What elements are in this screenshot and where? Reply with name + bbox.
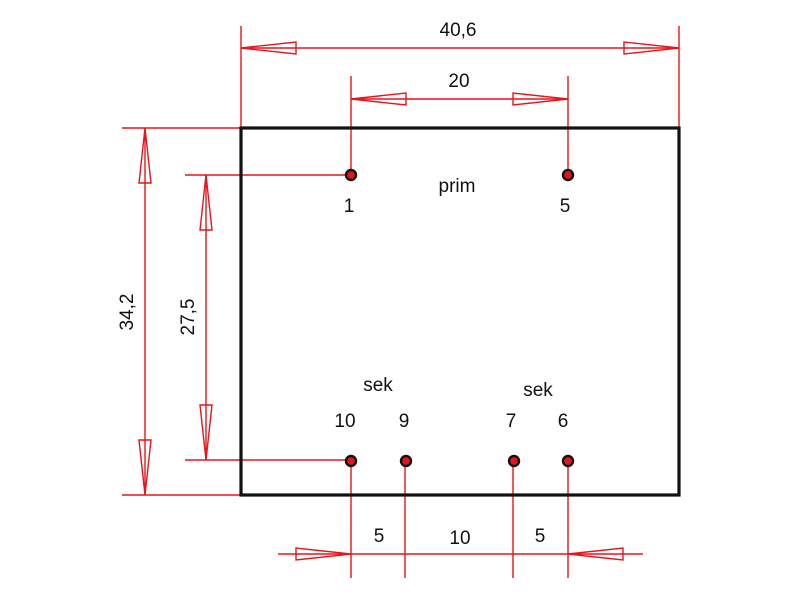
pins: [344, 168, 575, 468]
pin-1: [344, 168, 358, 182]
winding-labels: prim sek sek: [363, 176, 553, 401]
primary-winding-label: prim: [439, 176, 476, 197]
pin-number-6: 6: [558, 411, 569, 432]
secondary-center-spacing-value: 10: [449, 528, 470, 549]
transformer-body-outline: [239, 126, 681, 497]
primary-spacing-dimension: 20: [350, 71, 569, 175]
pin-5: [561, 168, 575, 182]
arrowhead-top: [199, 174, 213, 231]
row-spacing-dimension: 27,5: [178, 174, 351, 461]
row-spacing-value: 27,5: [178, 299, 199, 336]
pin-6: [561, 454, 575, 468]
pin-number-5: 5: [560, 196, 571, 217]
secondary-left-spacing-value: 5: [374, 526, 385, 547]
arrowhead-right-outside: [567, 547, 624, 561]
secondary-spacing-dimension: 5 10 5: [278, 460, 643, 578]
overall-width-value: 40,6: [440, 20, 477, 41]
primary-spacing-value: 20: [448, 71, 469, 92]
arrowhead-right: [623, 41, 680, 55]
pin-number-7: 7: [506, 411, 517, 432]
arrowhead-left: [350, 92, 407, 106]
arrowhead-right: [512, 92, 569, 106]
overall-height-dimension: 34,2: [117, 127, 241, 496]
arrowhead-bottom: [199, 404, 213, 461]
pin-10: [344, 454, 358, 468]
secondary-winding-label-right: sek: [523, 380, 553, 401]
arrowhead-left: [240, 41, 297, 55]
overall-width-dimension: 40,6: [240, 20, 680, 128]
pin-number-9: 9: [399, 411, 410, 432]
pin-number-1: 1: [344, 196, 355, 217]
secondary-right-spacing-value: 5: [535, 526, 546, 547]
arrowhead-bottom: [138, 439, 152, 496]
pin-numbers: 1 5 10 9 7 6: [334, 196, 570, 432]
pin-number-10: 10: [334, 411, 355, 432]
pin-7: [507, 454, 521, 468]
arrowhead-top: [138, 127, 152, 184]
pin-9: [399, 454, 413, 468]
arrowhead-left-outside: [295, 547, 352, 561]
secondary-winding-label-left: sek: [363, 375, 393, 396]
overall-height-value: 34,2: [117, 294, 138, 331]
